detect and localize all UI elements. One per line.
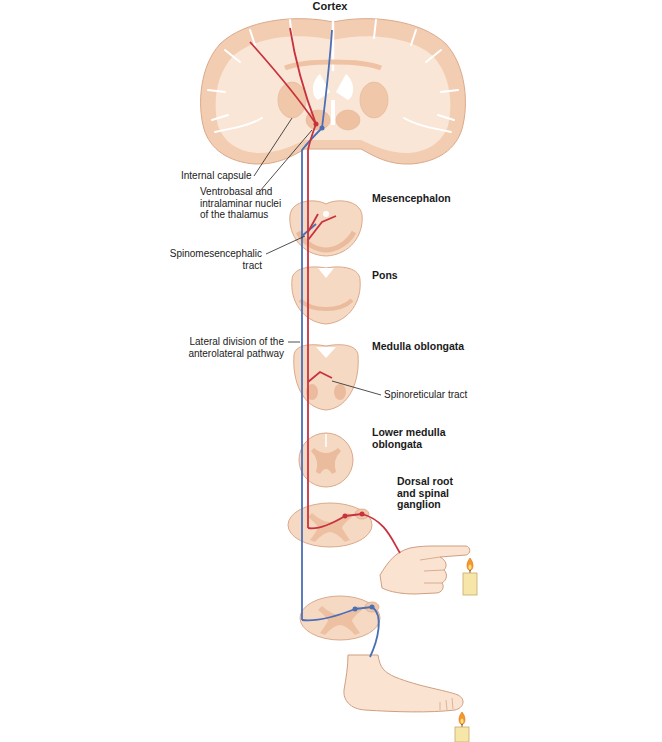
candle: [455, 712, 469, 742]
brain-section: [285, 62, 381, 68]
structure-label: Cortex: [290, 1, 370, 13]
red-pathway: [250, 28, 400, 553]
spinal-cord-section: [288, 503, 372, 547]
spinal-cord-section: [288, 503, 372, 547]
candle: [463, 558, 477, 595]
candle: [463, 573, 477, 595]
leader-lines: [332, 381, 381, 395]
brain-section: [201, 19, 466, 164]
structure-label: Ventrobasal and intralaminar nuclei of t…: [200, 186, 290, 221]
hand: [420, 557, 444, 583]
red-pathway: [308, 372, 332, 382]
blue-pathway: [353, 607, 358, 612]
candle: [459, 712, 465, 725]
hand: [380, 546, 470, 594]
brain-section: [215, 118, 262, 132]
spinal-cord-section: [300, 596, 380, 640]
blue-pathway: [322, 30, 332, 128]
lower-medulla-section: [325, 434, 327, 447]
red-pathway: [360, 512, 365, 517]
lower-medulla-section: [311, 448, 341, 474]
hand: [380, 546, 470, 594]
brain-section: [208, 20, 458, 132]
section-label: Dorsal root and spinal ganglion: [397, 476, 459, 511]
brain-section: [441, 90, 458, 92]
blue-pathway: [302, 609, 355, 620]
red-pathway: [308, 214, 318, 232]
brain-section: [426, 50, 441, 62]
red-pathway: [345, 514, 400, 553]
brain-section: [331, 100, 335, 125]
mesencephalon-section: [298, 232, 354, 250]
brain-section: [404, 118, 451, 132]
red-pathway: [308, 216, 336, 240]
tract-label: Spinomesencephalic tract: [162, 248, 262, 271]
foot: [344, 655, 463, 712]
red-pathway: [314, 122, 319, 127]
brain-section: [360, 82, 388, 118]
section-label: Mesencephalon: [372, 193, 451, 205]
candle: [470, 570, 471, 573]
red-pathway: [290, 28, 316, 124]
section-label: Pons: [372, 270, 398, 282]
spinal-cord-section: [308, 513, 352, 542]
mesencephalon-section: [290, 201, 362, 256]
foot: [344, 655, 463, 712]
brain-section: [336, 74, 353, 100]
leader-lines: [260, 130, 312, 191]
candle: [455, 727, 469, 742]
red-pathway: [308, 516, 345, 528]
structure-label: Internal capsule: [181, 170, 252, 182]
leader-lines: [288, 342, 300, 343]
pons-section: [318, 268, 334, 278]
blue-pathway: [302, 30, 379, 657]
spinal-cord-section: [318, 606, 362, 635]
blue-pathway: [355, 607, 379, 657]
candle: [469, 565, 472, 570]
blue-pathway: [320, 126, 325, 131]
brain-section: [438, 115, 454, 120]
mesencephalon-section: [290, 201, 362, 256]
red-pathway: [343, 514, 348, 519]
mesencephalon-section: [323, 211, 329, 217]
red-pathway: [250, 42, 316, 124]
medulla-section: [294, 345, 358, 410]
medulla-section: [294, 345, 358, 410]
foot: [440, 698, 453, 710]
medulla-section: [334, 384, 346, 400]
candle: [462, 724, 463, 727]
leader-lines: [254, 118, 292, 176]
candle: [461, 719, 464, 724]
brain-section: [278, 82, 306, 118]
spinal-cord-section: [300, 596, 380, 640]
spinal-cord-section: [318, 606, 362, 635]
leader-lines: [266, 236, 305, 254]
brain-section: [212, 115, 228, 120]
brain-section: [411, 30, 416, 45]
tract-label: Spinoreticular tract: [384, 389, 467, 401]
brain-section: [336, 110, 360, 130]
brain-section: [374, 20, 376, 38]
candle: [467, 558, 473, 571]
section-label: Lower medulla oblongata: [372, 427, 450, 450]
brain-section: [201, 19, 466, 164]
red-pathway: [308, 124, 316, 528]
brain-section: [225, 50, 240, 62]
medulla-section: [316, 347, 336, 358]
section-label: Medulla oblongata: [372, 341, 464, 353]
blue-pathway: [370, 605, 375, 610]
brain-section: [208, 90, 225, 92]
tract-label: Lateral division of the anterolateral pa…: [169, 336, 284, 359]
brain-section: [306, 110, 330, 130]
